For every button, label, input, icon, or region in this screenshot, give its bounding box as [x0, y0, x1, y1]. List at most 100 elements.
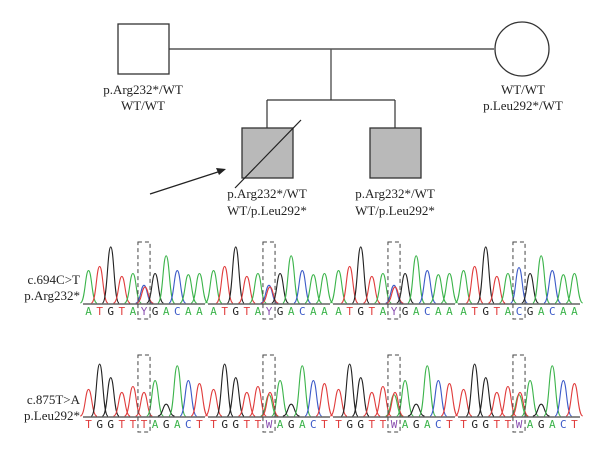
base-call: G: [288, 418, 295, 431]
base-call: W: [391, 418, 398, 431]
trace-peak: [168, 365, 187, 417]
trace-peak: [293, 365, 312, 417]
base-call: T: [380, 418, 387, 431]
base-call: T: [141, 418, 148, 431]
base-call: G: [357, 418, 364, 431]
base-call: G: [482, 418, 489, 431]
trace-peak: [204, 269, 223, 304]
trace-peak: [124, 272, 142, 304]
base-call: G: [482, 305, 489, 318]
base-call: G: [221, 418, 228, 431]
trace-peak: [215, 265, 234, 304]
base-call: T: [494, 418, 501, 431]
variant-highlight-box: [387, 354, 401, 433]
row2-variant-label: c.875T>A: [27, 392, 81, 407]
base-call: T: [96, 305, 103, 318]
trace-peak: [429, 274, 447, 304]
father-genotype-2: WT/WT: [121, 98, 165, 113]
base-call: T: [471, 305, 478, 318]
trace-peak: [418, 365, 437, 417]
base-call: A: [413, 305, 420, 318]
trace-peak: [101, 377, 120, 417]
base-call: G: [346, 418, 353, 431]
variant-highlight-box: [512, 354, 526, 433]
trace-peak: [499, 385, 517, 417]
base-call: G: [232, 418, 239, 431]
base-call: A: [424, 418, 431, 431]
base-call: A: [505, 305, 512, 318]
base-call: G: [152, 305, 159, 318]
base-call: C: [185, 418, 192, 431]
base-call: C: [424, 305, 431, 318]
trace-peak: [396, 272, 414, 304]
base-call: T: [369, 305, 376, 318]
trace-peak: [363, 275, 381, 304]
trace-peak: [304, 274, 322, 304]
base-call: T: [460, 418, 467, 431]
variant-highlight-box: [137, 241, 151, 320]
trace-peak: [374, 385, 392, 417]
base-call: A: [435, 305, 442, 318]
trace-peak: [554, 380, 573, 417]
trace-peak: [293, 269, 312, 304]
trace-peak: [499, 272, 517, 304]
trace-peak: [521, 380, 539, 417]
sibling-genotype-2: WT/p.Leu292*: [355, 203, 435, 218]
base-call: A: [255, 305, 262, 318]
base-call: C: [560, 418, 567, 431]
trace-peak: [271, 272, 289, 304]
trace-peak: [407, 255, 426, 304]
trace-peak: [238, 275, 256, 304]
mother-genotype-1: WT/WT: [501, 82, 545, 97]
trace-peak: [179, 380, 198, 417]
base-call: T: [346, 305, 353, 318]
row1-protein-label: p.Arg232*: [24, 288, 80, 303]
trace-peak: [238, 391, 256, 417]
proband-genotype-1: p.Arg232*/WT: [227, 186, 307, 201]
trace-peak: [124, 385, 142, 417]
base-call: A: [130, 305, 137, 318]
father-symbol: [117, 23, 170, 75]
base-call: A: [527, 418, 534, 431]
trace-peak: [113, 391, 131, 417]
mother-symbol: [494, 21, 550, 77]
base-call: T: [130, 418, 137, 431]
sibling-symbol: [369, 127, 422, 179]
trace-peak: [418, 269, 437, 304]
base-call: G: [413, 418, 420, 431]
proband-arrow-shaft: [149, 169, 225, 195]
base-call: A: [210, 305, 217, 318]
trace-peak: [565, 382, 584, 417]
trace-peak: [521, 272, 539, 304]
proband-arrow-icon: [216, 168, 226, 175]
base-call: T: [505, 418, 512, 431]
trace-peak: [554, 274, 572, 304]
base-call: T: [221, 305, 228, 318]
base-call: C: [516, 305, 523, 318]
base-call: G: [277, 305, 284, 318]
trace-peak: [261, 286, 279, 304]
base-call: T: [446, 418, 453, 431]
variant-highlight-box: [137, 354, 151, 433]
trace-peak: [136, 286, 154, 304]
base-call: C: [549, 305, 556, 318]
trace-peak: [543, 365, 562, 417]
base-call: A: [335, 305, 342, 318]
father-genotype-1: p.Arg232*/WT: [103, 82, 183, 97]
trace-peak: [488, 275, 506, 304]
base-call: C: [174, 305, 181, 318]
trace-peak: [315, 272, 334, 304]
trace-peak: [454, 269, 473, 304]
base-call: A: [185, 305, 192, 318]
trace-peak: [510, 267, 528, 304]
base-call: G: [357, 305, 364, 318]
variant-highlight-box: [262, 241, 276, 320]
base-call: C: [435, 418, 442, 431]
trace-peak: [351, 377, 370, 417]
